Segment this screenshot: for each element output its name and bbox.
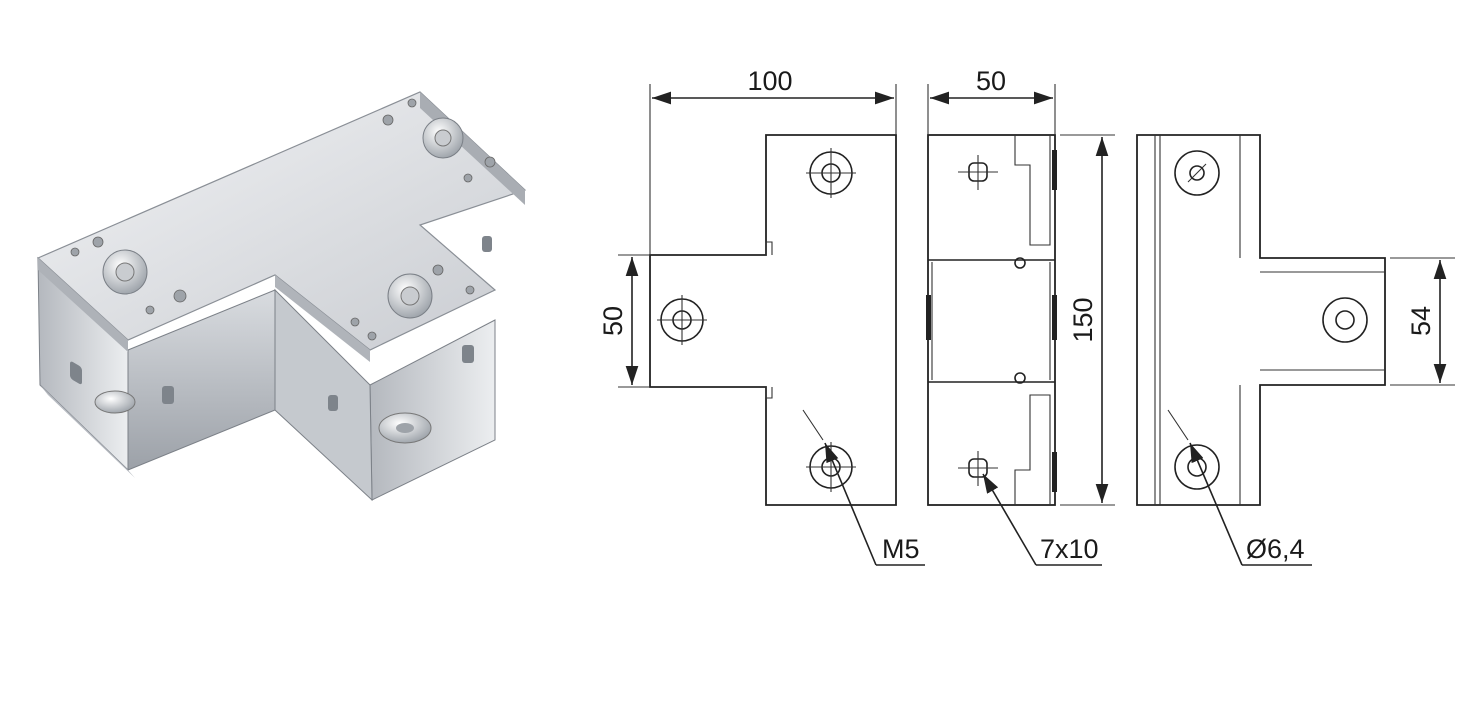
product-render [36,91,527,502]
dimension-50-branch: 50 [598,306,628,336]
slot-icon [958,451,998,486]
slot-icon [958,155,998,190]
hole-icon [1174,150,1220,196]
dimension-54: 54 [1406,306,1436,336]
bolt-icon [102,249,148,295]
hole-icon [806,148,856,198]
hole-icon [1322,297,1368,343]
side-view: 50 150 7x10 [926,66,1115,566]
bolt-icon [387,273,433,319]
dimension-50-side: 50 [976,66,1006,96]
slot-icon [70,236,492,411]
screw-icon [70,98,496,341]
hole-icon [657,295,707,345]
callout-diameter: Ø6,4 [1246,534,1305,564]
callout-7x10: 7x10 [1040,534,1099,564]
end-view: 54 Ø6,4 [1136,134,1455,566]
callout-m5: M5 [882,534,920,564]
top-view: 100 50 M5 [598,66,925,566]
bolt-icon [422,117,464,159]
dimension-150: 150 [1068,297,1098,342]
dimension-100: 100 [747,66,792,96]
